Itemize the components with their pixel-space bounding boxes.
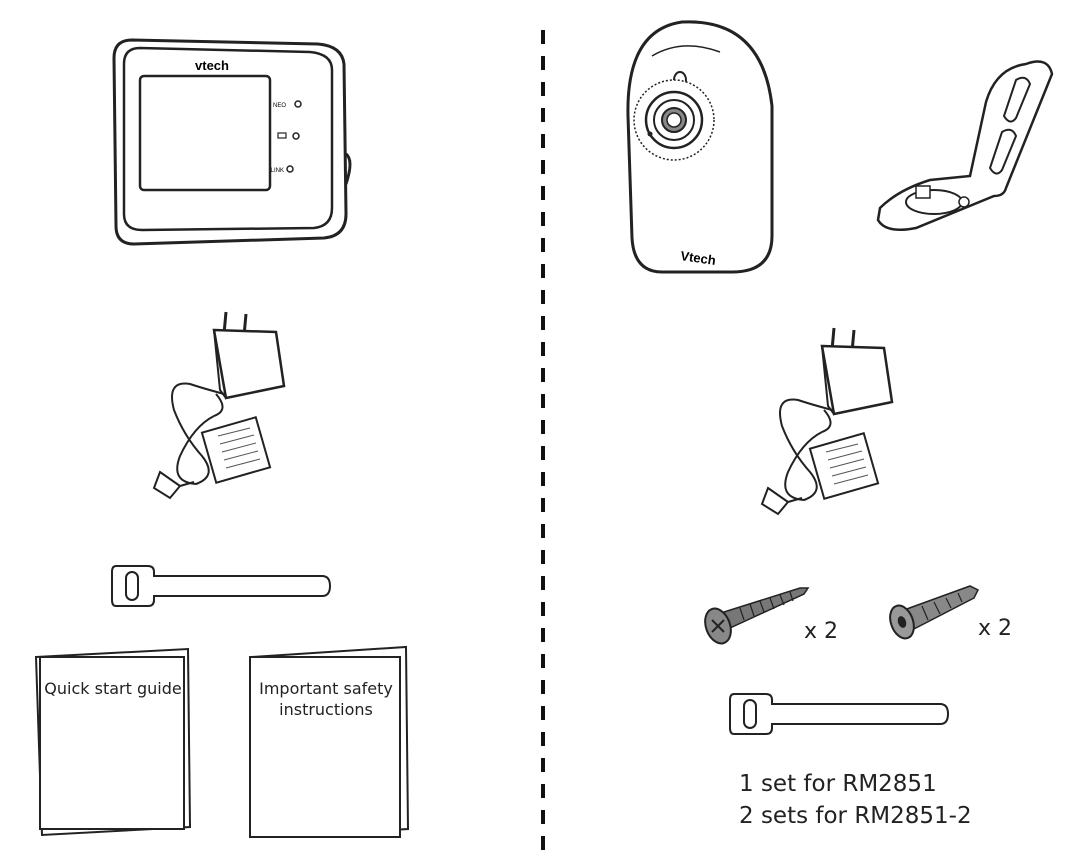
wall-anchor-illustration — [889, 585, 980, 640]
safety-instructions-booklet — [249, 645, 410, 839]
cable-tie-left — [111, 565, 332, 607]
anchor-quantity: x 2 — [978, 616, 1013, 641]
safety-title-line2: instructions — [279, 700, 373, 719]
monitor-power-adapter — [152, 311, 286, 500]
monitor-led-label-link: LINK — [271, 168, 284, 174]
camera-power-adapter — [760, 327, 894, 516]
wall-mount-bracket — [876, 60, 1054, 231]
monitor-brand-logo: vtech — [195, 58, 229, 73]
parent-unit-monitor: vtech NEO LINK — [112, 38, 352, 246]
screw-illustration — [704, 587, 810, 645]
section-divider — [541, 30, 545, 859]
cable-tie-right — [729, 693, 950, 735]
safety-title-line1: Important safety — [259, 679, 393, 698]
quick-start-guide-booklet — [34, 647, 192, 837]
set-quantity-caption: 1 set for RM2851 2 sets for RM2851-2 — [739, 768, 972, 832]
quick-start-guide-title: Quick start guide — [44, 679, 182, 698]
caption-line-1: 1 set for RM2851 — [739, 771, 937, 797]
caption-line-2: 2 sets for RM2851-2 — [739, 803, 972, 829]
screw-quantity: x 2 — [804, 619, 839, 644]
camera-brand-logo: Vtech — [680, 248, 717, 268]
baby-camera-unit: Vtech — [626, 20, 774, 274]
monitor-led-label-neo: NEO — [273, 103, 286, 109]
safety-instructions-title: Important safety instructions — [252, 678, 400, 720]
